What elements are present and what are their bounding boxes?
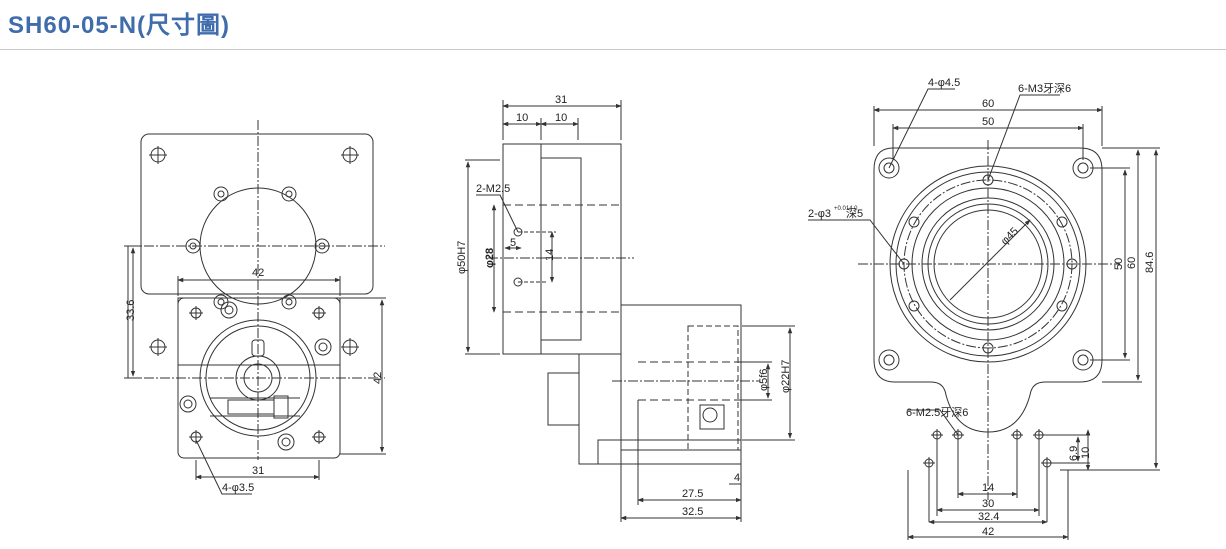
front-lower-body xyxy=(177,297,341,366)
side-reducer xyxy=(620,304,742,451)
rear-dim-32-4: 32.4 xyxy=(978,511,999,523)
front-plate-holes xyxy=(149,146,359,356)
side-flange xyxy=(502,143,542,355)
front-screw xyxy=(227,399,275,415)
rear-dim-right-60: 60 xyxy=(1126,257,1138,269)
front-dim-bottom: 31 xyxy=(252,465,264,477)
page-title: SH60-05-N(尺寸圖) xyxy=(8,12,231,39)
front-dim-right: 42 xyxy=(372,372,384,384)
rear-pin-callout: 2-φ3 xyxy=(808,208,831,220)
side-dim-four: 4 xyxy=(734,472,740,484)
rear-tap-callout-bottom: 6-M2.5牙深6 xyxy=(906,406,968,419)
front-dim-left: 33.6 xyxy=(125,300,137,321)
side-dim-bore-small: φ28 xyxy=(484,248,496,268)
rear-pin-tol: +0.014 0 xyxy=(834,206,858,212)
front-lower-holes xyxy=(179,301,332,451)
front-centerline-h xyxy=(128,245,385,379)
side-centerline xyxy=(488,257,760,382)
rear-dim-right-84-6: 84.6 xyxy=(1144,252,1156,273)
rear-view: 60 50 4-φ4.5 6-M3牙深6 2-φ3 +0.014 0 深5 φ4… xyxy=(808,77,1160,540)
rear-dim-60: 60 xyxy=(982,98,994,110)
side-tap-callout: 2-M2.5 xyxy=(476,183,510,195)
side-dim-shaft: φ5f6 xyxy=(758,369,770,391)
front-dim-top: 42 xyxy=(252,267,264,279)
front-view: 42 31 33.6 42 4-φ3.5 xyxy=(124,120,386,495)
side-dim-fourteen: 14 xyxy=(544,249,556,261)
title-divider xyxy=(0,49,1226,50)
side-dim-five: 5 xyxy=(510,237,516,249)
side-dim-seg-a: 10 xyxy=(516,112,528,124)
side-dim-seg-b: 10 xyxy=(555,112,567,124)
rear-dim-14: 14 xyxy=(982,482,994,494)
rear-pin-depth: 深5 xyxy=(846,207,863,220)
rear-dim-42: 42 xyxy=(982,526,994,538)
front-upper-plate xyxy=(140,133,374,295)
rear-hole-callout: 4-φ4.5 xyxy=(928,77,960,89)
rear-tap-callout-top: 6-M3牙深6 xyxy=(1018,82,1071,95)
side-dim-pilot: φ22H7 xyxy=(780,360,792,393)
rear-dim-30: 30 xyxy=(982,498,994,510)
rear-dim-right-50: 50 xyxy=(1113,258,1125,270)
rear-dim-pcd: φ45 xyxy=(999,225,1021,247)
side-dim-27-5: 27.5 xyxy=(682,488,703,500)
rear-dim-50: 50 xyxy=(982,116,994,128)
side-view: 31 10 10 2-M2.5 5 14 φ50H7 φ28 φ5f6 φ22H… xyxy=(456,94,795,522)
side-dim-overall: 31 xyxy=(555,94,567,106)
side-dim-bore-big: φ50H7 xyxy=(456,241,468,274)
side-dim-32-5: 32.5 xyxy=(682,506,703,518)
rear-dim-10: 10 xyxy=(1080,447,1092,459)
front-hole-callout: 4-φ3.5 xyxy=(222,482,254,494)
rear-dim-6-9: 6.9 xyxy=(1068,446,1080,461)
